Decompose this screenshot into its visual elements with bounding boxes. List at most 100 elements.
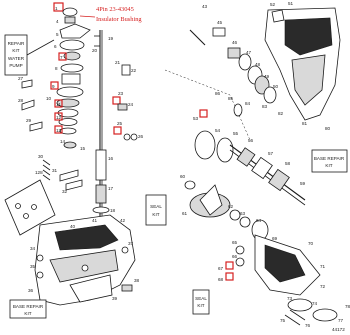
part-number: 68 — [218, 277, 224, 282]
part-number: 5 — [56, 32, 59, 37]
part-number: 63 — [240, 211, 246, 216]
part-clip — [121, 64, 131, 76]
driveshaft-washer — [92, 206, 110, 214]
part-number: 24 — [128, 102, 134, 107]
housing-top-deck — [54, 224, 119, 251]
part-number: 80 — [325, 126, 331, 131]
part-number: 45 — [217, 20, 223, 25]
part-number: 75 — [280, 318, 286, 323]
kit-label-line: PUMP — [9, 63, 22, 68]
part-number: 35 — [30, 264, 36, 269]
highlight-10 — [225, 261, 234, 270]
part-number: 59 — [300, 181, 306, 186]
part-number: 25 — [117, 121, 123, 126]
part-number: 40 — [70, 224, 76, 229]
kit-box-frame — [9, 299, 47, 319]
part-number: 7 — [60, 55, 63, 60]
part-number: 22 — [131, 68, 137, 73]
part-number: 72 — [320, 284, 326, 289]
highlight-part-top — [53, 2, 64, 12]
part-number: 48 — [255, 62, 261, 67]
seal-kit-mid-box: SEAL KIT — [145, 194, 167, 226]
highlight-11 — [225, 272, 234, 281]
highlight-1 — [58, 52, 67, 61]
part-number: 32 — [62, 189, 68, 194]
driveshaft-bearing — [95, 149, 107, 181]
water-pump-assembly — [21, 7, 138, 295]
propshaft-assembly — [184, 109, 306, 218]
part-number: 62 — [228, 204, 234, 209]
part-number: 30 — [38, 154, 44, 159]
kit-label-line: WATER — [8, 56, 25, 61]
part-number: 53 — [193, 116, 199, 121]
kit-label-line: SEAL — [150, 204, 162, 209]
annotation-callout: 4Pin 23-43045 Insulator Bushing — [53, 2, 142, 23]
part-number: 55 — [233, 131, 239, 136]
part-number: 21 — [115, 60, 121, 65]
highlight-4 — [54, 112, 63, 121]
kit-label-line: BASE REPAIR — [13, 304, 44, 309]
part-impeller-plate — [59, 39, 85, 51]
part-number: 11 — [56, 102, 61, 107]
part-retainer — [63, 141, 77, 149]
highlight-9 — [199, 109, 208, 118]
part-number: 20 — [92, 48, 98, 53]
part-number: 71 — [320, 264, 326, 269]
part-housing-top — [59, 23, 91, 39]
part-number: 64 — [256, 218, 262, 223]
part-o-ring — [194, 130, 216, 160]
part-base-plate — [56, 86, 84, 98]
kit-box-frame — [192, 289, 210, 315]
bearing-carrier-assembly — [225, 209, 338, 326]
part-impeller — [63, 51, 81, 61]
part-number: 52 — [270, 2, 276, 7]
driveshaft-sleeve — [95, 184, 107, 204]
part-number: 14 — [60, 139, 66, 144]
base-repair-kit-right-box: BASE REPAIR KIT — [311, 149, 348, 173]
part-number: 38 — [134, 278, 140, 283]
part-retaining-ring — [287, 298, 313, 312]
part-number: 61 — [182, 211, 188, 216]
part-number: 28 — [18, 98, 24, 103]
part-number: 76 — [305, 323, 311, 328]
kit-label-line: KIT — [24, 311, 31, 316]
part-number: 31 — [52, 168, 58, 173]
base-repair-kit-left-box: BASE REPAIR KIT — [9, 299, 47, 319]
kit-label-line: SEAL — [195, 296, 207, 301]
part-number: 78 — [345, 304, 350, 309]
part-number: 4 — [56, 19, 59, 24]
part-number: 6 — [54, 44, 57, 49]
part-number: 128 — [35, 170, 43, 175]
kit-label-line: KIT — [325, 163, 332, 168]
part-number: 50 — [273, 84, 279, 89]
gearcase-housing-left — [34, 214, 136, 306]
part-number: 12 — [56, 115, 62, 120]
kit-label-line: KIT — [12, 48, 19, 53]
part-number-labels: 43 45 46 47 48 49 50 51 52 53 54 55 56 5… — [18, 1, 350, 328]
kit-box-frame — [145, 194, 167, 226]
part-cap — [62, 7, 78, 17]
part-number: 1 — [55, 6, 58, 11]
part-spring — [42, 159, 51, 181]
kit-label-line: KIT — [197, 303, 204, 308]
detail-panel — [4, 179, 56, 236]
part-number: 51 — [288, 1, 294, 6]
left-small-parts — [4, 159, 83, 236]
part-number: 56 — [248, 138, 254, 143]
part-number: 58 — [285, 161, 291, 166]
annotation-leader — [79, 15, 96, 18]
part-bolt-2 — [59, 169, 79, 182]
annotation-line-1: 4Pin 23-43045 — [96, 6, 134, 13]
part-number: 26 — [138, 134, 144, 139]
part-number: 42 — [120, 218, 126, 223]
part-plate — [61, 73, 81, 85]
part-number: 8 — [55, 66, 58, 71]
kit-label-line: REPAIR — [8, 41, 25, 46]
part-washer — [123, 133, 131, 141]
part-number: 81 — [302, 121, 308, 126]
part-number: 74 — [312, 301, 318, 306]
part-number: 9 — [52, 84, 55, 89]
part-number: 17 — [108, 186, 114, 191]
upper-housing-deck — [284, 17, 333, 56]
